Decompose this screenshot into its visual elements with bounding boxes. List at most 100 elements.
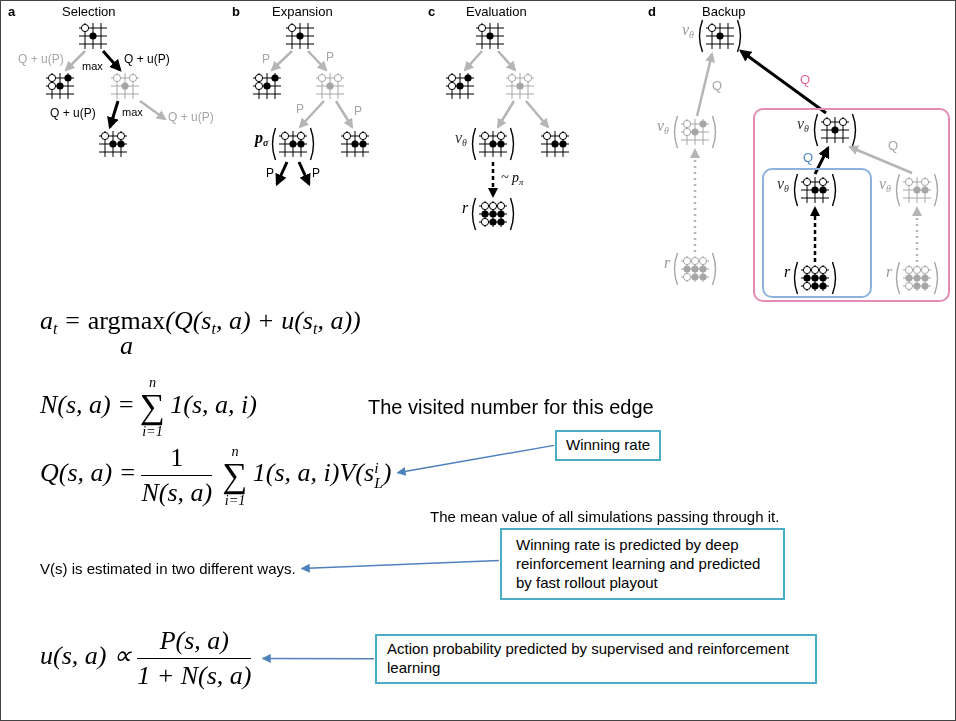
prior-label: P [262, 52, 270, 66]
q-label: Q [888, 138, 898, 153]
equation: u(s, a) ∝P(s, a)1 + N(s, a) [40, 626, 257, 691]
board-icon [795, 174, 798, 206]
arrow-line [526, 101, 548, 127]
board-icon [903, 177, 931, 203]
board-icon [821, 117, 849, 143]
arrow-line [272, 51, 292, 70]
math-text: , a) + u(s [216, 306, 313, 335]
note-text: Action probability predicted by supervis… [387, 640, 805, 678]
q-label: Q [800, 72, 810, 87]
board-icon [476, 23, 504, 49]
subscript: π [519, 177, 523, 187]
math-text: p [255, 129, 263, 146]
panel-title: Backup [702, 4, 745, 19]
leader-arrow [263, 658, 374, 660]
equation: at=argmaxa(Q(st, a) + u(st, a)) [40, 306, 361, 338]
operator: argmax [88, 306, 166, 335]
sum-lower: i=1 [225, 493, 246, 507]
shape-group [111, 73, 139, 99]
sum-upper: n [149, 375, 156, 389]
backup-tree [675, 20, 938, 294]
selection-tree [46, 23, 165, 157]
panel-letter: c [428, 4, 435, 19]
board-icon [738, 20, 741, 52]
under-index: a [120, 333, 133, 359]
board-icon [341, 131, 369, 157]
board-icon [681, 119, 709, 145]
under-group: argmaxa [88, 306, 166, 336]
max-label: max [82, 60, 103, 72]
subscript: θ [886, 183, 891, 194]
board-icon [897, 262, 900, 294]
annotation: The mean value of all simulations passin… [430, 508, 779, 525]
note-box: Action probability predicted by supervis… [375, 634, 817, 684]
math-text: 1(s, a, i) [170, 390, 257, 419]
q-label: Q [803, 150, 813, 165]
q-label: Q [712, 78, 722, 93]
fraction-bar [141, 475, 212, 476]
subscript: θ [462, 137, 467, 148]
board-icon [541, 131, 569, 157]
numerator: 1 [170, 443, 183, 473]
prior-label: P [266, 166, 274, 180]
board-icon [316, 73, 344, 99]
annotation: V(s) is estimated in two different ways. [40, 560, 296, 577]
panel-letter: a [8, 4, 15, 19]
board-icon [286, 23, 314, 49]
math-text: v [657, 117, 664, 134]
shape-group [506, 73, 534, 99]
subscript: θ [664, 125, 669, 136]
math-text: 1(s, a, i)V(s [253, 458, 374, 487]
board-icon [815, 114, 818, 146]
sum-sign: ∑ [140, 389, 165, 424]
board-icon [833, 174, 836, 206]
fraction-bar [137, 658, 251, 659]
math-text: Q(s, a) = [40, 458, 136, 487]
panel-title: Selection [62, 4, 115, 19]
board-icon [713, 253, 716, 285]
rollout-label: ~ pπ [501, 170, 523, 187]
panel-letter: d [648, 4, 656, 19]
board-icon [801, 177, 829, 203]
arrow-line [815, 148, 828, 174]
edge-score: Q + u(P) [168, 110, 214, 124]
board-icon [111, 73, 139, 99]
denominator: N(s, a) [141, 478, 212, 508]
note-text: Winning rate [566, 436, 650, 455]
subscript: t [211, 320, 215, 337]
arrow-line [103, 51, 120, 70]
math-text: v [777, 175, 784, 192]
sum-lower: i=1 [142, 424, 163, 438]
equation: N(s, a) =n∑i=11(s, a, i) [40, 375, 257, 439]
board-icon [935, 262, 938, 294]
board-icon [681, 256, 709, 282]
policy-label: pσ [255, 129, 268, 148]
math-text: v [879, 175, 886, 192]
edge-score: Q + u(P) [124, 52, 170, 66]
shape-group [316, 73, 344, 99]
evaluation-tree [446, 23, 569, 230]
board-icon [713, 116, 716, 148]
value-label: vθ [879, 175, 891, 194]
arrow-line [277, 162, 287, 184]
value-label: vθ [797, 115, 809, 134]
math-text: v [797, 115, 804, 132]
subscript: θ [804, 123, 809, 134]
board-icon [506, 73, 534, 99]
math-text: (Q(s [165, 306, 211, 335]
math-text: a [40, 306, 53, 335]
arrow-line [916, 208, 919, 262]
edge-score: Q + u(P) [18, 52, 64, 66]
board-icon [311, 128, 314, 160]
prior-label: P [312, 166, 320, 180]
board-icon [511, 128, 514, 160]
arrow-line [498, 101, 514, 127]
panel-letter: b [232, 4, 240, 19]
panel-title: Expansion [272, 4, 333, 19]
math-text: 1 + N(s, a) [137, 661, 251, 690]
rollout-region: vθr [762, 168, 872, 298]
math-text: , a)) [317, 306, 360, 335]
board-icon [675, 253, 678, 285]
board-icon [511, 198, 514, 230]
board-icon [853, 114, 856, 146]
